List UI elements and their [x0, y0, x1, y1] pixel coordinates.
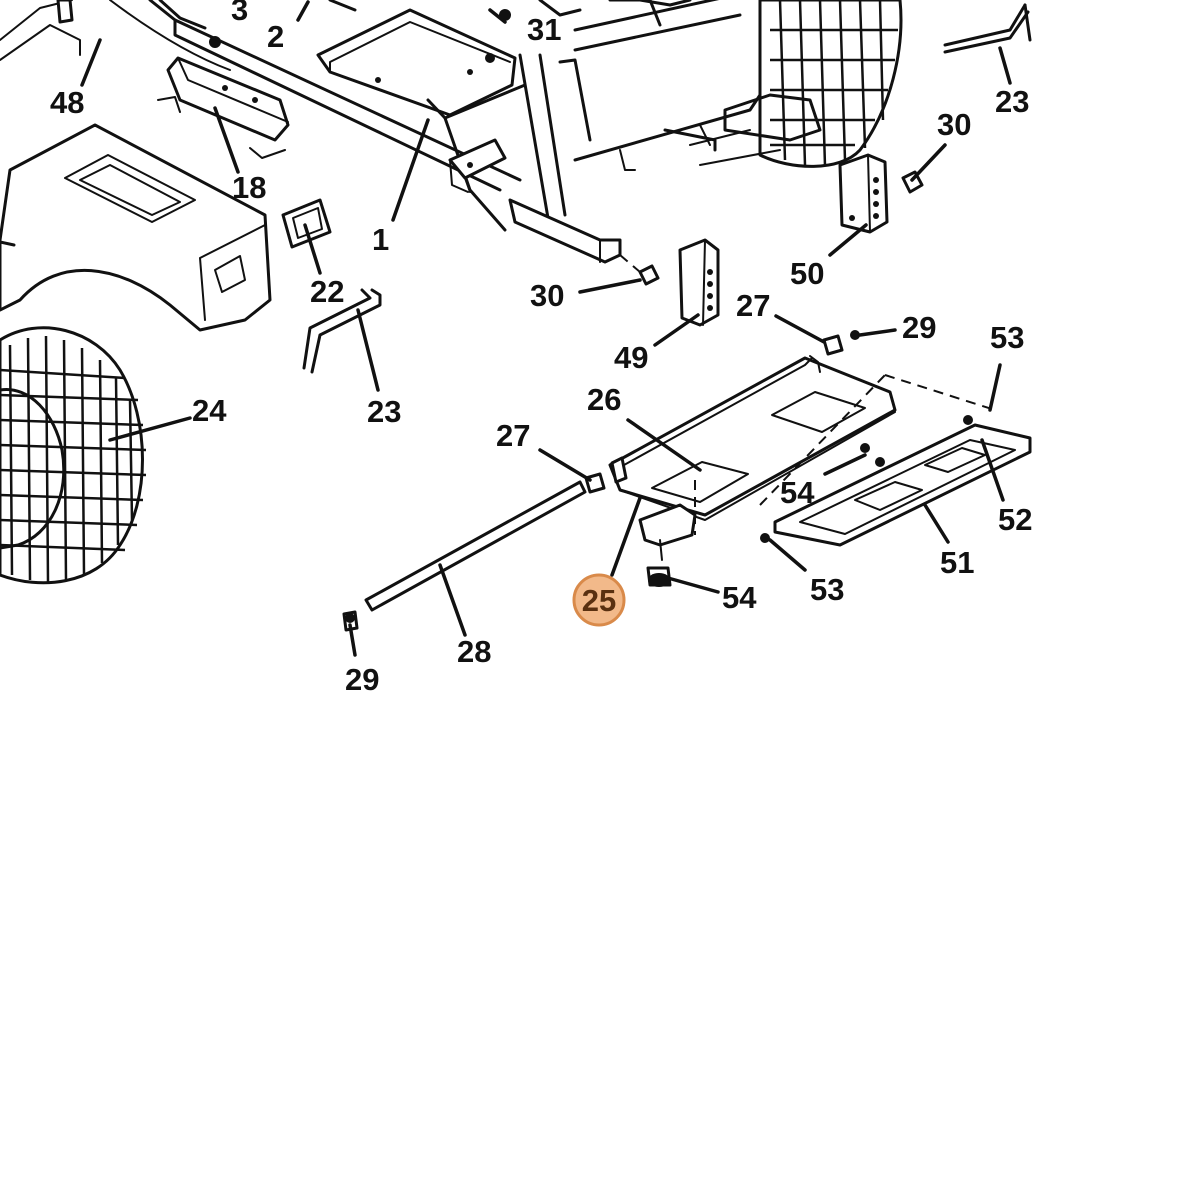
callout-27-right: 27	[736, 288, 770, 323]
callout-29-left: 29	[345, 662, 379, 697]
part-23-rod-lower	[302, 288, 382, 374]
callout-25: 25	[582, 583, 616, 618]
callout-2: 2	[267, 19, 284, 54]
leader-lines	[80, 0, 1012, 657]
part-22-grommet	[281, 198, 332, 249]
callout-53-lower: 53	[810, 572, 844, 607]
callout-labels: 3 2 31 48 18 1 22 23 23 30 30 50 49 27 2…	[50, 0, 1032, 697]
callout-23-upper: 23	[995, 84, 1029, 119]
part-23-rod-upper	[943, 3, 1032, 54]
part-25-bracket	[638, 503, 697, 587]
callout-29-right: 29	[902, 310, 936, 345]
callout-52: 52	[998, 502, 1032, 537]
callout-30-upper: 30	[937, 107, 971, 142]
callout-30-lower: 30	[530, 278, 564, 313]
fender-body	[0, 123, 272, 332]
part-27-pin-left	[584, 472, 606, 494]
callout-51: 51	[940, 545, 974, 580]
callout-1: 1	[372, 222, 389, 257]
part-29-bolt-right	[850, 330, 860, 340]
callout-18: 18	[232, 170, 266, 205]
callout-26: 26	[587, 382, 621, 417]
part-51-frame	[759, 374, 1032, 547]
part-28-rod	[364, 480, 587, 612]
part-18-bracket	[157, 56, 290, 159]
highlighted-callout-25[interactable]: 25	[572, 573, 626, 627]
callout-28: 28	[457, 634, 491, 669]
callout-54-upper: 54	[780, 475, 815, 510]
callout-53-upper: 53	[990, 320, 1024, 355]
part-30-nut-upper	[901, 170, 924, 194]
part-26-platform	[608, 355, 897, 535]
callout-22: 22	[310, 274, 344, 309]
highlight-circle	[572, 573, 626, 627]
rear-wheel-left	[0, 326, 147, 585]
callout-27-left: 27	[496, 418, 530, 453]
part-29-bolt-left	[342, 610, 359, 632]
callout-23-lower: 23	[367, 394, 401, 429]
part-50-bracket	[838, 153, 889, 234]
part-49-bracket	[678, 238, 720, 327]
part-30-nut-lower	[619, 254, 660, 286]
callout-48: 48	[50, 85, 84, 120]
callout-50: 50	[790, 256, 824, 291]
callout-24: 24	[192, 393, 227, 428]
callout-49: 49	[614, 340, 648, 375]
top-right-wheel	[689, 0, 903, 168]
part-53-bolts	[760, 415, 973, 543]
callout-31: 31	[527, 12, 561, 47]
part-27-pin-right	[822, 334, 844, 356]
main-frame	[148, 0, 762, 264]
top-left-linkage	[0, 0, 231, 71]
callout-3: 3	[231, 0, 248, 27]
callout-54-lower: 54	[722, 580, 757, 615]
